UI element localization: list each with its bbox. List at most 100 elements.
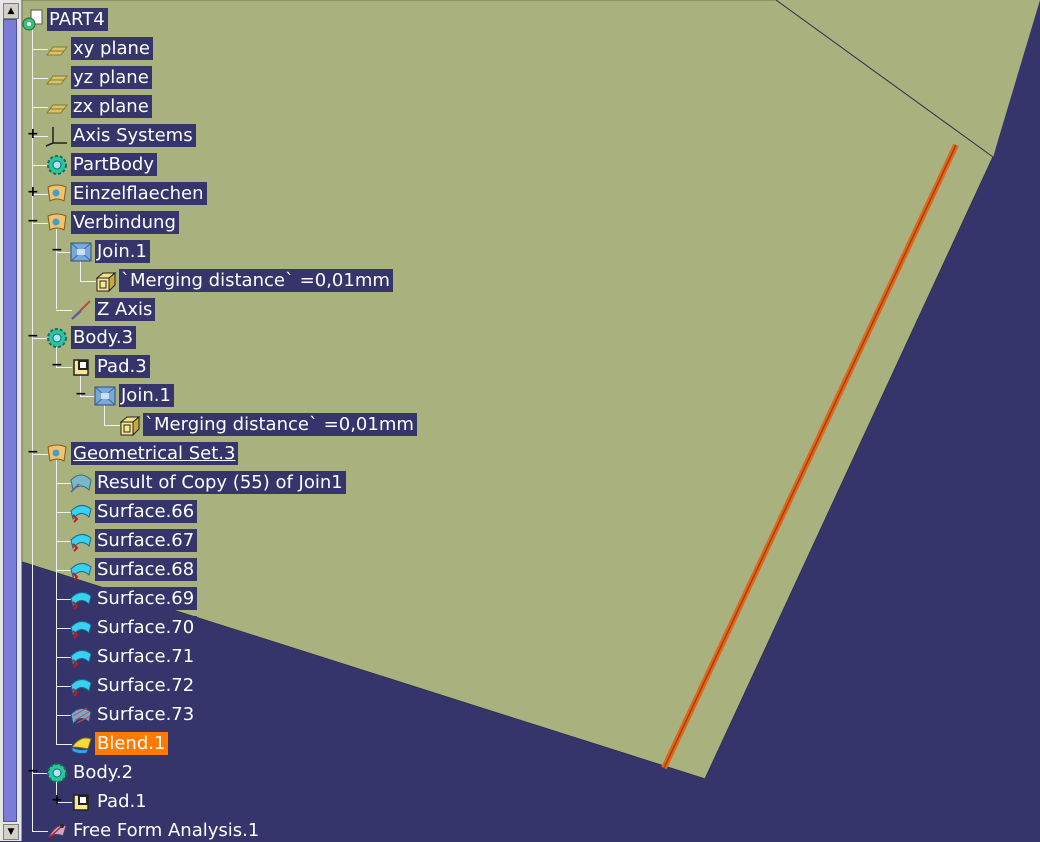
tree-node-body-3[interactable]: − Body.3 [0, 324, 1000, 350]
tree-node-label[interactable]: Surface.67 [95, 529, 198, 553]
tree-node-surface-66[interactable]: Surface.66 [0, 498, 1000, 524]
pad-icon[interactable] [69, 791, 93, 813]
tree-node-xy-plane[interactable]: xy plane [0, 35, 1000, 60]
surface-hatched-icon[interactable] [69, 704, 93, 726]
tree-scrollbar[interactable]: ▲ ▼ [0, 0, 22, 841]
tree-node-label[interactable]: Surface.73 [95, 702, 198, 726]
tree-node-merging-distance-0-01mm[interactable]: `Merging distance` =0,01mm [0, 267, 1000, 292]
expand-toggle-icon[interactable]: + [27, 125, 39, 142]
tree-node-label[interactable]: Blend.1 [95, 731, 169, 755]
line-icon[interactable] [69, 299, 93, 321]
tree-node-label[interactable]: Body.3 [71, 326, 137, 350]
tree-node-zx-plane[interactable]: zx plane [0, 93, 1000, 118]
join-icon[interactable] [93, 385, 117, 407]
surface-icon[interactable] [69, 588, 93, 610]
tree-node-label[interactable]: Free Form Analysis.1 [71, 818, 263, 842]
tree-node-join-1[interactable]: −Join.1 [0, 238, 1000, 263]
tree-node-result-of-copy-55-of-join1[interactable]: Result of Copy (55) of Join1 [0, 469, 1000, 495]
join-icon[interactable] [69, 241, 93, 263]
plane-icon[interactable] [45, 96, 69, 118]
tree-node-label[interactable]: Pad.1 [95, 789, 150, 813]
plane-icon[interactable] [45, 38, 69, 60]
collapse-toggle-icon[interactable]: − [27, 328, 39, 345]
tree-node-surface-67[interactable]: Surface.67 [0, 527, 1000, 553]
tree-node-label[interactable]: Surface.70 [95, 615, 198, 639]
tree-node-label[interactable]: `Merging distance` =0,01mm [119, 268, 393, 292]
blend-icon[interactable] [69, 733, 93, 755]
tree-node-label[interactable]: Verbindung [71, 210, 179, 234]
tree-node-part4[interactable]: PART4 [0, 6, 1000, 31]
expand-toggle-icon[interactable]: + [51, 791, 63, 808]
tree-node-label[interactable]: xy plane [71, 36, 153, 60]
tree-node-surface-70[interactable]: Surface.70 [0, 614, 1000, 639]
tree-node-label[interactable]: Z Axis [95, 297, 156, 321]
tree-node-surface-73[interactable]: Surface.73 [0, 701, 1000, 726]
surface-icon[interactable] [69, 501, 93, 523]
collapse-toggle-icon[interactable]: − [27, 212, 39, 229]
tree-node-label[interactable]: Join.1 [95, 239, 150, 263]
tree-node-label[interactable]: Result of Copy (55) of Join1 [95, 471, 346, 495]
tree-node-surface-69[interactable]: Surface.69 [0, 585, 1000, 610]
scroll-down-arrow[interactable]: ▼ [3, 824, 19, 840]
tree-node-yz-plane[interactable]: yz plane [0, 64, 1000, 89]
tree-node-label[interactable]: Surface.66 [95, 500, 198, 524]
tree-node-verbindung[interactable]: − Verbindung [0, 209, 1000, 234]
surface-icon[interactable] [69, 646, 93, 668]
tree-node-einzelflaechen[interactable]: + Einzelflaechen [0, 180, 1000, 205]
tree-node-label[interactable]: Surface.68 [95, 558, 198, 582]
tree-node-geometrical-set-3[interactable]: − Geometrical Set.3 [0, 440, 1000, 466]
tree-node-z-axis[interactable]: Z Axis [0, 296, 1000, 321]
tree-node-label[interactable]: yz plane [71, 65, 152, 89]
tree-node-body-2[interactable]: − Body.2 [0, 759, 1000, 784]
tree-node-label[interactable]: Surface.71 [95, 644, 198, 668]
tree-node-label[interactable]: `Merging distance` =0,01mm [143, 413, 417, 437]
tree-node-axis-systems[interactable]: + Axis Systems [0, 122, 1000, 147]
collapse-toggle-icon[interactable]: − [75, 386, 87, 403]
body-gear-icon[interactable] [45, 762, 69, 784]
surface-icon[interactable] [69, 559, 93, 581]
copy-result-icon[interactable] [69, 472, 93, 494]
tree-node-partbody[interactable]: PartBody [0, 151, 1000, 176]
surface-icon[interactable] [69, 617, 93, 639]
collapse-toggle-icon[interactable]: − [27, 444, 39, 461]
collapse-toggle-icon[interactable]: − [27, 762, 39, 779]
tree-node-surface-68[interactable]: Surface.68 [0, 556, 1000, 582]
scroll-up-arrow[interactable]: ▲ [3, 3, 19, 19]
tree-node-label[interactable]: Pad.3 [95, 355, 150, 379]
tree-node-merging-distance-0-01mm[interactable]: `Merging distance` =0,01mm [0, 411, 1000, 437]
tree-node-free-form-analysis-1[interactable]: Free Form Analysis.1 [0, 817, 1000, 842]
tree-node-label[interactable]: Surface.72 [95, 673, 198, 697]
tree-node-surface-72[interactable]: Surface.72 [0, 672, 1000, 697]
axis-system-icon[interactable] [45, 125, 69, 147]
surface-icon[interactable] [69, 675, 93, 697]
tree-node-label[interactable]: Geometrical Set.3 [71, 442, 239, 466]
tree-node-label[interactable]: zx plane [71, 94, 152, 118]
tree-node-pad-3[interactable]: − Pad.3 [0, 353, 1000, 379]
tree-node-label[interactable]: Body.2 [71, 760, 137, 784]
tree-node-join-1[interactable]: − Join.1 [0, 382, 1000, 408]
geometrical-set-icon[interactable] [45, 183, 69, 205]
part-icon[interactable] [21, 9, 45, 31]
geometrical-set-icon[interactable] [45, 212, 69, 234]
tree-node-label[interactable]: Einzelflaechen [71, 181, 207, 205]
surface-icon[interactable] [69, 530, 93, 552]
geometrical-set-icon[interactable] [45, 443, 69, 465]
tree-node-label[interactable]: Surface.69 [95, 587, 198, 610]
tree-node-label[interactable]: Join.1 [119, 384, 174, 408]
parameter-icon[interactable] [93, 270, 117, 292]
tree-node-label[interactable]: Axis Systems [71, 123, 196, 147]
expand-toggle-icon[interactable]: + [27, 183, 39, 200]
body-gear-icon[interactable] [45, 154, 69, 176]
collapse-toggle-icon[interactable]: − [51, 357, 63, 374]
tree-node-surface-71[interactable]: Surface.71 [0, 643, 1000, 668]
tree-node-label[interactable]: PART4 [47, 8, 108, 31]
analysis-icon[interactable] [45, 820, 69, 842]
scrollbar-thumb[interactable] [3, 19, 17, 822]
parameter-icon[interactable] [117, 414, 141, 436]
tree-node-pad-1[interactable]: + Pad.1 [0, 788, 1000, 813]
body-gear-icon[interactable] [45, 327, 69, 349]
pad-icon[interactable] [69, 356, 93, 378]
tree-node-blend-1[interactable]: Blend.1 [0, 730, 1000, 755]
plane-icon[interactable] [45, 67, 69, 89]
